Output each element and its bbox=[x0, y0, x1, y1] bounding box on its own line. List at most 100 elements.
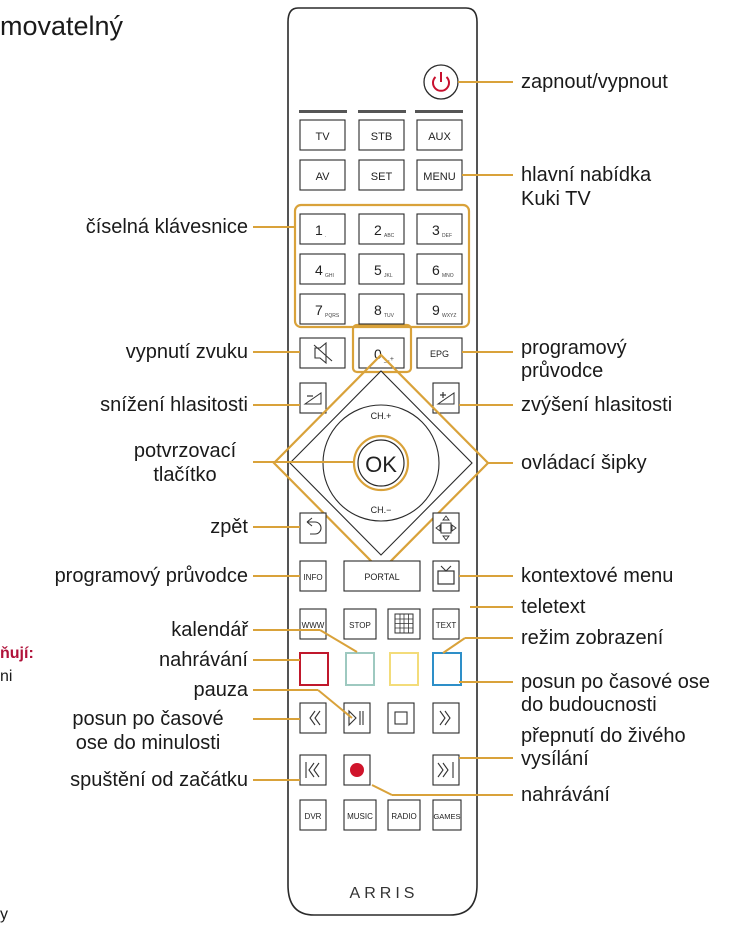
square-stop-button bbox=[387, 702, 415, 734]
portal-button: PORTAL bbox=[343, 560, 421, 592]
label-display-mode: režim zobrazení bbox=[521, 627, 664, 649]
label-seek-future-2: do budoucnosti bbox=[521, 694, 657, 716]
svg-text:TV: TV bbox=[315, 131, 330, 143]
digit-label: 8 bbox=[374, 302, 382, 318]
aux-indicator-bar bbox=[415, 110, 463, 113]
label-confirm-2: tlačítko bbox=[153, 464, 217, 486]
green-button bbox=[345, 652, 375, 686]
blue-button bbox=[432, 652, 462, 686]
svg-text:INFO: INFO bbox=[303, 573, 322, 582]
label-seek-future-1: posun po časové ose bbox=[521, 671, 711, 693]
digit-label: 2 bbox=[374, 222, 382, 238]
digit-label: 4 bbox=[315, 262, 323, 278]
info-button: INFO bbox=[299, 560, 327, 592]
digit-label: 5 bbox=[374, 262, 382, 278]
stb-button: STB bbox=[358, 119, 405, 151]
svg-text:STB: STB bbox=[371, 131, 392, 143]
label-recording-right: nahrávání bbox=[521, 784, 610, 806]
start-over-button bbox=[299, 754, 327, 786]
svg-text:GAMES: GAMES bbox=[433, 812, 460, 821]
label-recording-left: nahrávání bbox=[159, 649, 248, 671]
digit-letters: GHI bbox=[325, 273, 334, 279]
grid-button bbox=[387, 608, 421, 640]
svg-text:TEXT: TEXT bbox=[436, 621, 457, 630]
svg-text:DVR: DVR bbox=[305, 812, 322, 821]
svg-text:SET: SET bbox=[371, 171, 393, 183]
svg-text:AV: AV bbox=[316, 171, 331, 183]
label-context-menu: kontextové menu bbox=[521, 565, 674, 587]
svg-text:WWW: WWW bbox=[302, 621, 325, 630]
svg-text:CH.−: CH.− bbox=[371, 505, 392, 515]
volume-down-button bbox=[299, 382, 327, 414]
header-text: movatelný bbox=[0, 11, 124, 41]
menu-button: MENU bbox=[416, 159, 463, 191]
navigation-button bbox=[432, 512, 460, 544]
label-epg-2: průvodce bbox=[521, 360, 604, 382]
yellow-button bbox=[389, 652, 419, 686]
label-live-2: vysílání bbox=[521, 748, 589, 770]
callout-lines bbox=[253, 81, 513, 796]
label-epg-1: programový bbox=[521, 337, 627, 359]
digit-label: 1 bbox=[315, 222, 323, 238]
label-teletext: teletext bbox=[521, 596, 586, 618]
label-confirm-1: potvrzovací bbox=[133, 440, 237, 462]
label-calendar: kalendář bbox=[171, 619, 248, 641]
mute-button bbox=[299, 337, 346, 369]
digit-label: 3 bbox=[432, 222, 440, 238]
label-start-over: spuštění od začátku bbox=[70, 769, 248, 791]
stop-button: STOP bbox=[343, 608, 377, 640]
text-button: TEXT bbox=[432, 608, 460, 640]
svg-text:EPG: EPG bbox=[430, 349, 449, 359]
label-mute: vypnutí zvuku bbox=[125, 341, 248, 363]
digit-label: 7 bbox=[315, 302, 323, 318]
label-pause: pauza bbox=[193, 679, 249, 701]
brand-logo: ARRIS bbox=[350, 885, 419, 902]
live-button bbox=[432, 754, 460, 786]
label-power: zapnout/vypnout bbox=[521, 71, 668, 93]
set-button: SET bbox=[358, 159, 405, 191]
record-button bbox=[343, 754, 371, 786]
stb-indicator-bar bbox=[358, 110, 406, 113]
www-button: WWW bbox=[299, 608, 327, 640]
svg-text:AUX: AUX bbox=[428, 131, 451, 143]
digit-letters: PQRS bbox=[325, 313, 340, 319]
label-program-guide: programový průvodce bbox=[54, 565, 248, 587]
digit-letters: DEF bbox=[442, 233, 452, 239]
svg-text:MENU: MENU bbox=[423, 171, 455, 183]
digit-letters: MNO bbox=[442, 273, 454, 279]
label-live-1: přepnutí do živého bbox=[521, 725, 686, 747]
volume-up-button bbox=[432, 382, 460, 414]
play-pause-button bbox=[343, 702, 371, 734]
label-vol-down: snížení hlasitosti bbox=[100, 394, 248, 416]
radio-button: RADIO bbox=[387, 799, 421, 831]
side-fragment-bold: ňují: bbox=[0, 645, 34, 662]
digit-label: 9 bbox=[432, 302, 440, 318]
rewind-button bbox=[299, 702, 327, 734]
ok-button bbox=[357, 439, 405, 487]
svg-text:0: 0 bbox=[374, 346, 382, 362]
svg-text:CH.+: CH.+ bbox=[371, 411, 392, 421]
svg-text:_,+: _,+ bbox=[383, 356, 394, 363]
svg-text:OK: OK bbox=[365, 452, 397, 477]
label-arrows: ovládací šipky bbox=[521, 452, 647, 474]
side-fragment-line2: ni bbox=[0, 668, 13, 685]
digit-letters: ABC bbox=[384, 233, 395, 239]
svg-text:STOP: STOP bbox=[349, 621, 371, 630]
label-back: zpět bbox=[210, 516, 248, 538]
label-seek-past-2: ose do minulosti bbox=[75, 732, 221, 754]
svg-text:MUSIC: MUSIC bbox=[347, 812, 373, 821]
svg-text:RADIO: RADIO bbox=[391, 812, 416, 821]
dvr-button: DVR bbox=[299, 799, 327, 831]
digit-letters: WXYZ bbox=[442, 313, 456, 319]
fast-forward-button bbox=[432, 702, 460, 734]
